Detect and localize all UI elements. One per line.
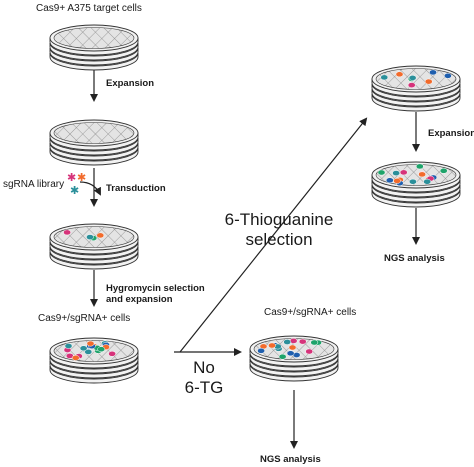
thioguanine-line2: selection bbox=[245, 230, 313, 249]
cell bbox=[63, 229, 71, 236]
cell bbox=[97, 346, 106, 353]
cell bbox=[86, 340, 95, 347]
dish-initial bbox=[49, 24, 139, 71]
cell bbox=[395, 71, 404, 78]
expansion-label-2: Expansion bbox=[428, 128, 474, 139]
cell bbox=[257, 347, 265, 354]
thioguanine-line1: 6-Thioguanine bbox=[224, 210, 334, 229]
dish-6tg-expanded bbox=[371, 161, 461, 208]
cell bbox=[286, 350, 295, 357]
cell bbox=[408, 75, 417, 81]
cell bbox=[298, 338, 307, 345]
no-6tg-label: No 6-TG bbox=[174, 358, 234, 398]
cell bbox=[409, 178, 417, 185]
sgrna-virus-icon: ✱ ✱ ✱ bbox=[67, 171, 86, 197]
cell bbox=[380, 74, 389, 81]
svg-text:✱: ✱ bbox=[70, 184, 79, 197]
cell bbox=[79, 345, 88, 352]
cell bbox=[84, 349, 93, 355]
transduction-label: Transduction bbox=[106, 183, 166, 194]
cell bbox=[86, 234, 94, 240]
sgrna-curve-arrow bbox=[79, 181, 101, 196]
dish-selected bbox=[49, 337, 139, 384]
cell bbox=[418, 171, 426, 178]
svg-text:✱: ✱ bbox=[77, 171, 86, 184]
cell bbox=[278, 353, 287, 360]
cell bbox=[429, 69, 437, 76]
cell bbox=[444, 72, 452, 79]
cells-mid-label: Cas9+/sgRNA+ cells bbox=[264, 307, 357, 318]
flow-arrows bbox=[79, 68, 420, 449]
cell bbox=[64, 343, 73, 349]
cell bbox=[288, 344, 297, 351]
cell bbox=[393, 178, 401, 184]
cell bbox=[268, 342, 276, 349]
cell bbox=[399, 169, 408, 176]
dish-no-6tg bbox=[249, 335, 339, 382]
cell bbox=[423, 178, 432, 185]
no-6tg-line1: No bbox=[193, 358, 215, 377]
cell bbox=[283, 339, 292, 345]
dish-expanded bbox=[49, 119, 139, 166]
cell bbox=[377, 169, 386, 176]
hygromycin-label-2: and expansion bbox=[106, 294, 173, 305]
no-6tg-line2: 6-TG bbox=[184, 378, 224, 397]
sgrna-library-label: sgRNA library bbox=[3, 179, 65, 190]
cell bbox=[310, 339, 319, 346]
cell bbox=[385, 177, 394, 184]
cell bbox=[108, 350, 116, 357]
cell bbox=[71, 355, 80, 361]
cell bbox=[96, 232, 105, 239]
cell bbox=[305, 348, 314, 355]
cell bbox=[289, 338, 298, 344]
start-cells-label: Cas9+ A375 target cells bbox=[36, 3, 142, 14]
cell bbox=[407, 82, 416, 88]
dish-6tg bbox=[371, 65, 461, 112]
cell bbox=[439, 167, 448, 174]
cell bbox=[392, 170, 400, 176]
cell bbox=[415, 163, 424, 170]
svg-text:✱: ✱ bbox=[67, 171, 76, 184]
expansion-label-1: Expansion bbox=[106, 78, 155, 89]
dish-transduced bbox=[49, 223, 139, 270]
ngs-analysis-top: NGS analysis bbox=[384, 253, 445, 264]
cell bbox=[424, 78, 433, 85]
cells-left-label: Cas9+/sgRNA+ cells bbox=[38, 313, 131, 324]
ngs-analysis-bottom: NGS analysis bbox=[260, 454, 321, 465]
thioguanine-selection-label: 6-Thioguanine selection bbox=[206, 210, 352, 250]
hygromycin-label-1: Hygromycin selection bbox=[106, 283, 205, 294]
